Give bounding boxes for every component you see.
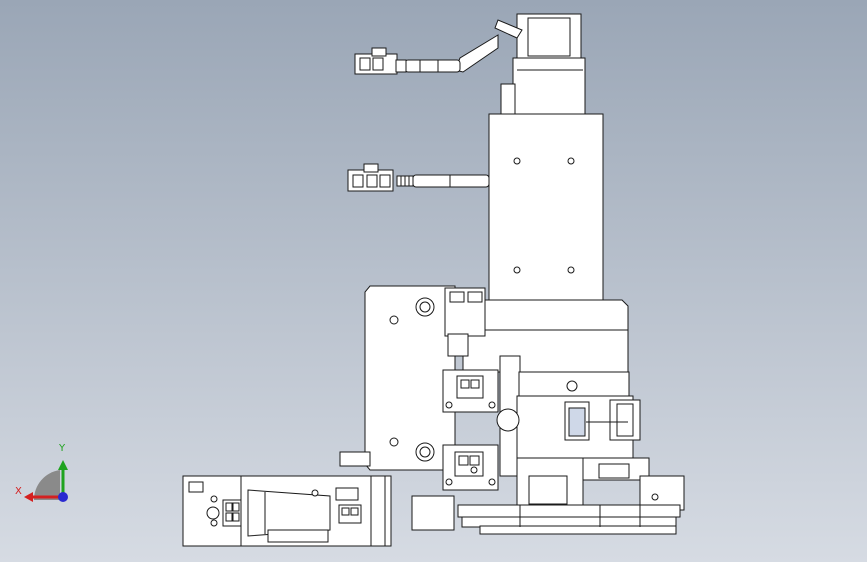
x-axis-label: X [15, 486, 22, 497]
mid-motor-cable [396, 174, 490, 188]
vertical-column-housing [488, 113, 604, 301]
left-side-plate [339, 285, 456, 471]
top-cable-connector [354, 47, 407, 75]
bottom-horizontal-motor [182, 475, 392, 547]
top-servo-motor [500, 13, 586, 117]
mid-cable-connector [347, 163, 394, 192]
orientation-triad [24, 460, 68, 502]
z-axis-dot [58, 492, 68, 502]
base-linear-axis [411, 495, 681, 535]
top-motor-cable [404, 19, 523, 73]
triad-base-wedge [33, 470, 60, 500]
sensor-block-lower [442, 444, 499, 491]
y-axis-label: Y [59, 443, 66, 454]
sensor-block-upper [442, 369, 499, 413]
x-axis-arrowhead [24, 492, 33, 502]
gripper-body [496, 371, 641, 459]
y-axis-arrowhead [58, 460, 68, 470]
lower-gripper-jaw [516, 457, 685, 511]
